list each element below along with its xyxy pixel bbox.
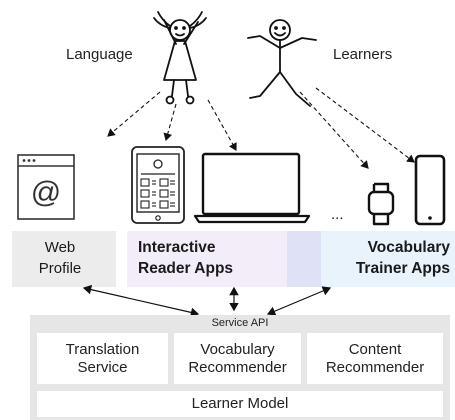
label-language: Language [66,46,133,63]
web-profile-bg [12,231,116,287]
more-devices-ellipsis: ... [331,206,344,223]
content-recommender-box: Content Recommender [307,333,443,384]
smartwatch-icon [367,182,395,226]
service-api-label: Service API [211,317,269,329]
vocabulary-recommender-box: Vocabulary Recommender [174,333,301,384]
trainer-apps-label: Vocabulary Trainer Apps [355,239,450,277]
api-arrows [82,284,332,318]
boy-stick-figure-icon [247,19,317,107]
translation-service-box: Translation Service [37,333,168,384]
web-profile-label: Web Profile [38,239,82,277]
laptop-icon [193,152,311,224]
reader-apps-label: Interactive Reader Apps [138,239,234,277]
reader-apps-bg [127,231,287,287]
trainer-apps-bg [321,231,455,287]
user-arrows [107,87,415,169]
tablet-icon [131,146,185,224]
svg-text:@: @ [31,176,61,209]
browser-at-sign-icon: @ [17,154,75,220]
overlap-bg [287,231,321,287]
learner-model-box: Learner Model [37,391,443,417]
smartphone-icon [414,154,446,226]
girl-stick-figure-icon [153,11,207,105]
label-learners: Learners [333,46,393,63]
